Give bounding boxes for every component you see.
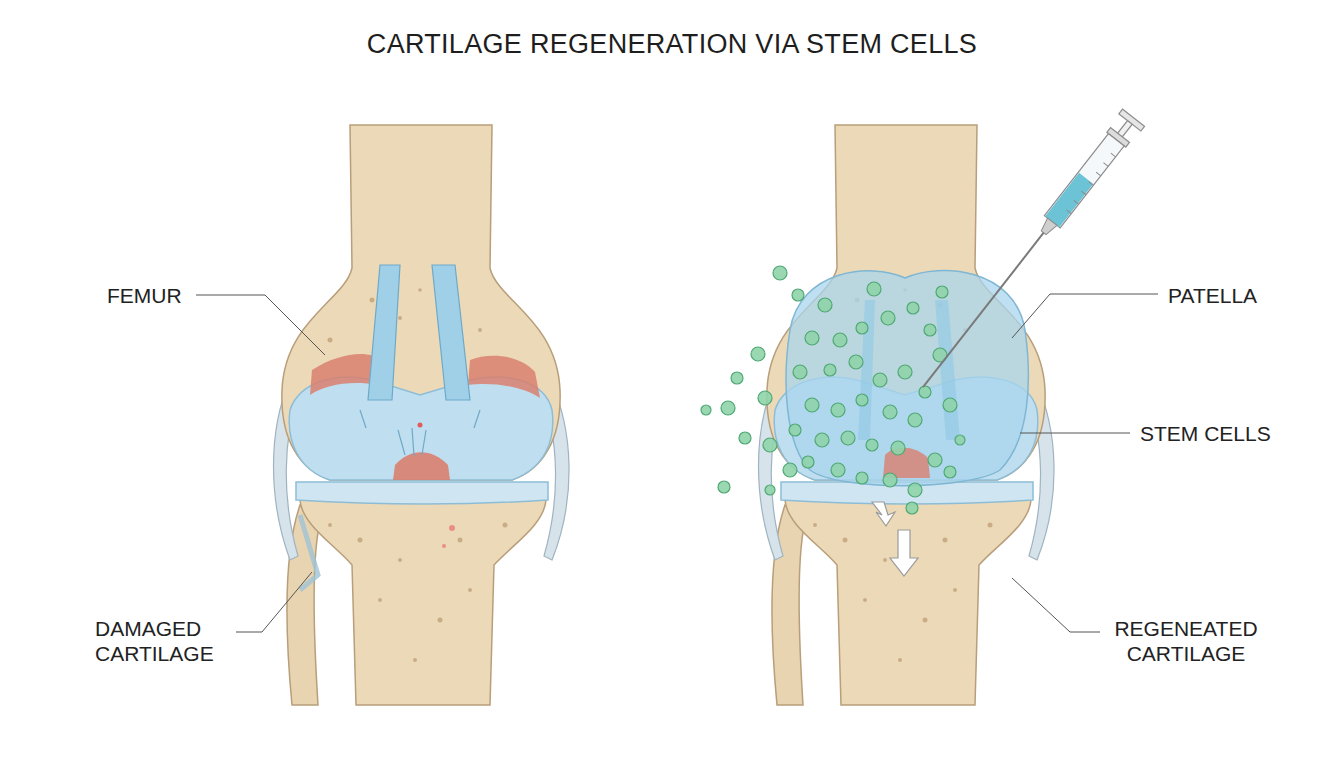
flow-arrows: [872, 502, 918, 576]
part-label: FEMUR: [107, 283, 195, 308]
part-label: REGENEATED CARTILAGE: [1106, 616, 1266, 666]
patella-shape: [786, 270, 1028, 485]
stem-cell-cluster: [701, 266, 965, 514]
syringe: [912, 109, 1145, 396]
part-label: DAMAGED CARTILAGE: [95, 616, 230, 666]
diagram-title: CARTILAGE REGENERATION VIA STEM CELLS: [0, 28, 1344, 60]
part-label: STEM CELLS: [1140, 421, 1280, 446]
leader-lines: [196, 294, 1158, 632]
damaged-cartilage-detail: [300, 265, 540, 590]
part-label: PATELLA: [1168, 283, 1288, 308]
